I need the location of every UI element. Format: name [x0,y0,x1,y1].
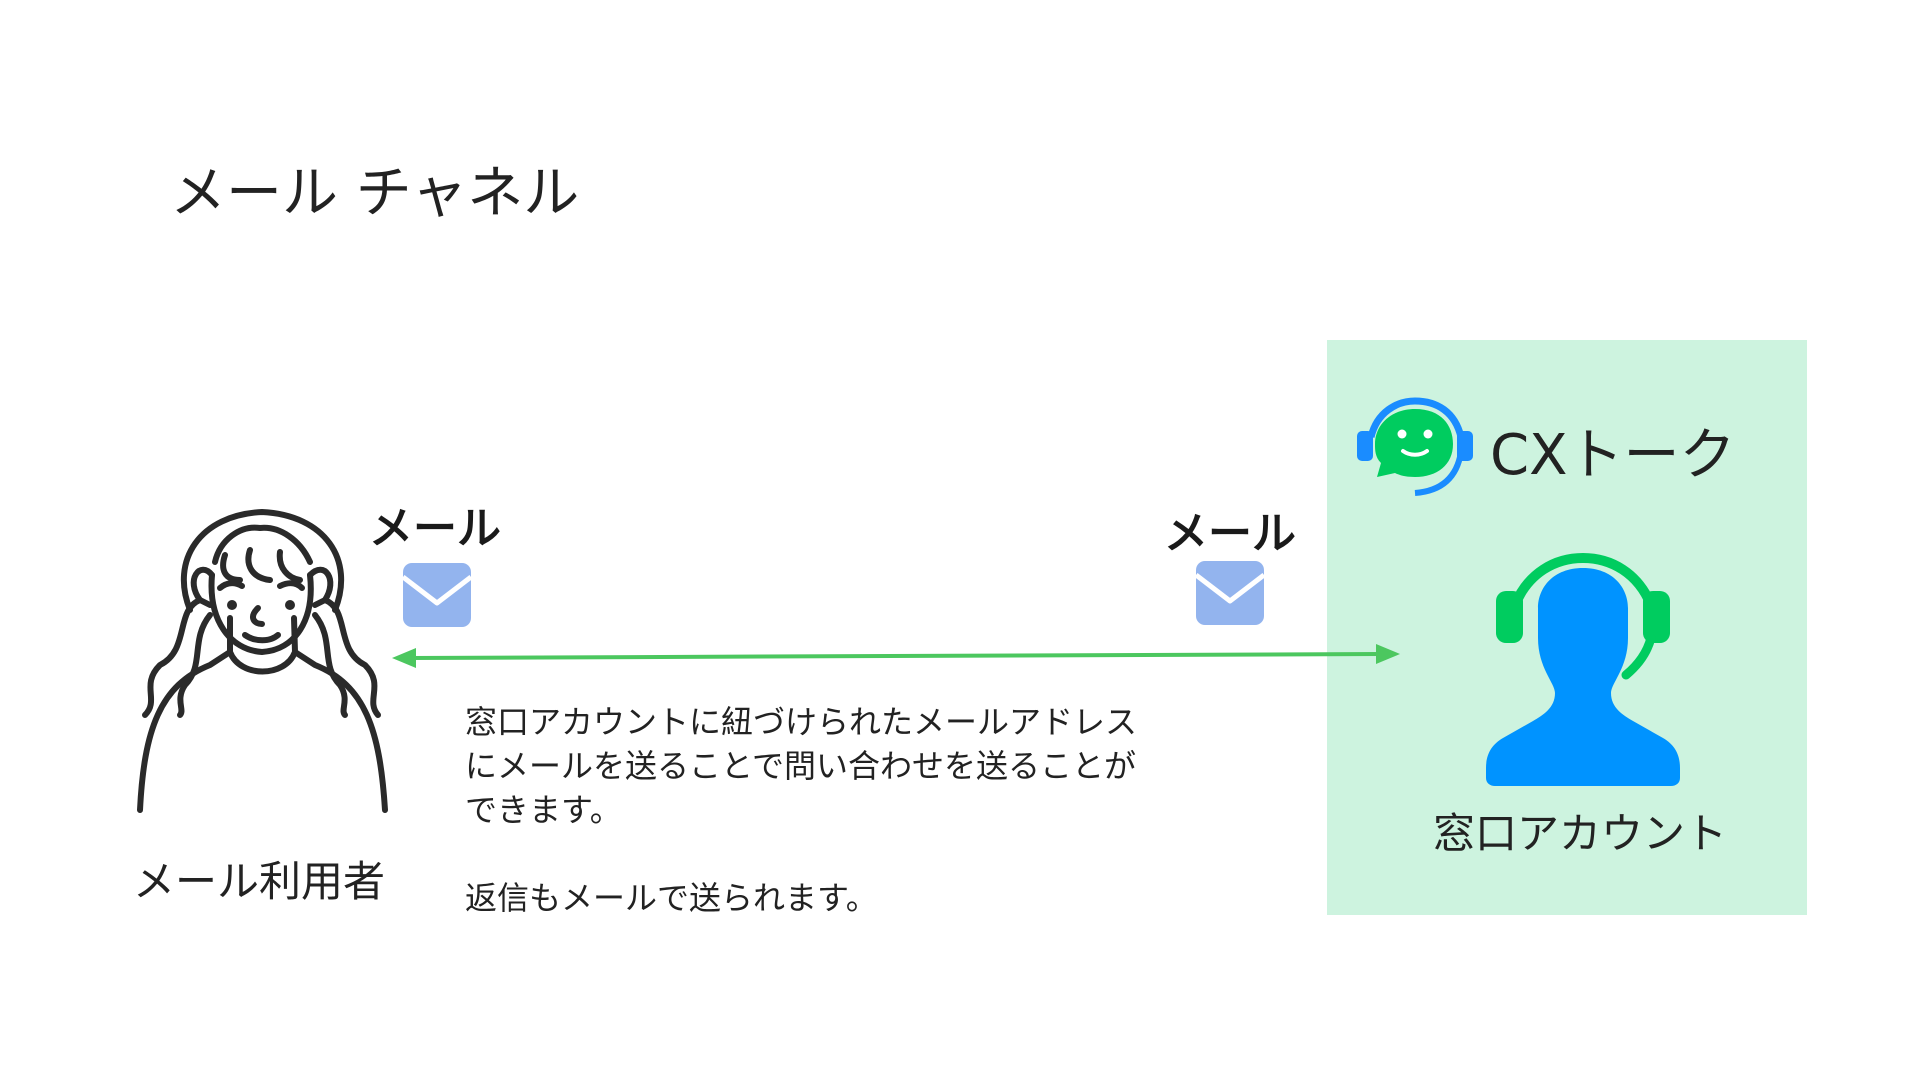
reply-note: 返信もメールで送られます。 [465,879,878,917]
description-line: できます。 [465,791,622,829]
description-line: にメールを送ることで問い合わせを送ることが [465,747,1137,785]
envelope-icon-right [1196,561,1264,625]
mail-label-left: メール [369,503,501,554]
page-title: メール チャネル [170,161,580,226]
cx-talk-logo-icon [1357,397,1473,496]
mail-user-avatar-icon [137,509,388,813]
description-text: 窓口アカウントに紐づけられたメールアドレス にメールを送ることで問い合わせを送る… [465,700,1137,920]
envelope-icon-left [403,563,471,627]
description-line: 窓口アカウントに紐づけられたメールアドレス [465,703,1138,741]
cx-talk-brand-name: CXトーク [1490,423,1736,488]
bidirectional-arrow [392,644,1400,668]
service-account-label: 窓口アカウント [1433,809,1728,858]
mail-label-right: メール [1164,508,1296,559]
mail-user-label: メール利用者 [133,857,386,906]
support-agent-icon [1486,552,1680,786]
